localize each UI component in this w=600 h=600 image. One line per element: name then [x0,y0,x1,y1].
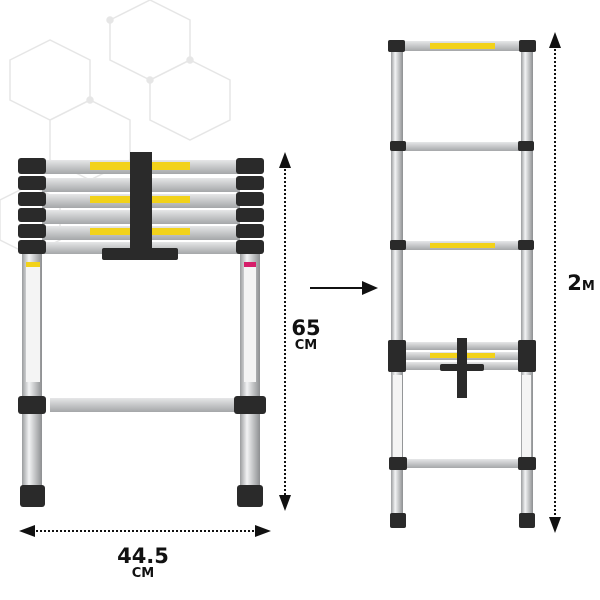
extended-height-label: 2M [564,273,598,294]
collapsed-height-value: 65 [291,316,321,340]
transform-arrow-icon [310,281,378,295]
extended-ladder [388,40,536,528]
collapsed-height-unit: CM [294,338,318,353]
collapsed-width-unit: CM [131,566,155,581]
collapsed-ladder [18,152,266,507]
dimension-lines [32,45,556,532]
collapsed-width-label: 44.5 CM [110,544,176,581]
extended-height-unit: M [581,279,595,294]
collapsed-height-label: 65 CM [286,316,326,353]
arrowheads [19,32,561,537]
extended-height-value: 2 [567,271,582,295]
collapsed-width-value: 44.5 [117,544,169,568]
